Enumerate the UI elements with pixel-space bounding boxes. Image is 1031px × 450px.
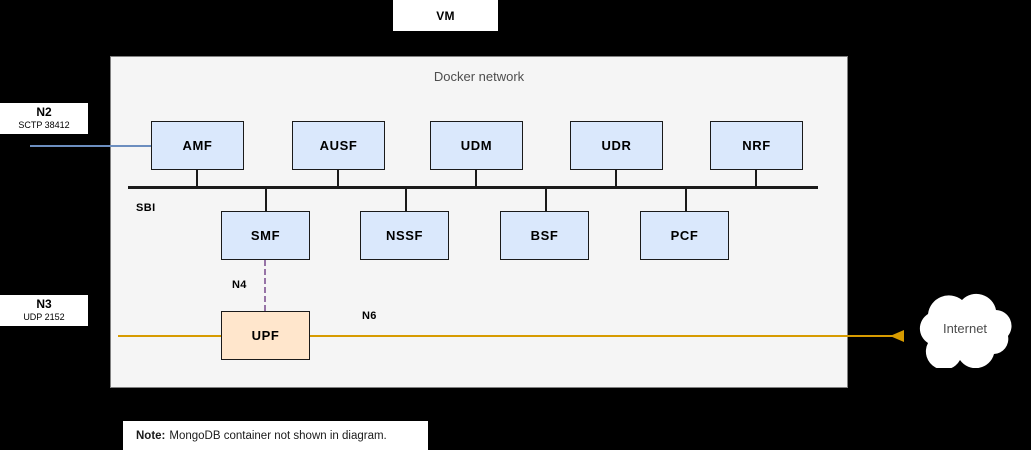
connector-udm-sbi (475, 170, 477, 187)
n2-signaling-line (30, 145, 151, 147)
nf-box-upf[interactable]: UPF (221, 311, 310, 360)
nf-box-udm[interactable]: UDM (430, 121, 523, 170)
nf-box-nrf[interactable]: NRF (710, 121, 803, 170)
connector-bsf-sbi (545, 188, 547, 212)
interface-n3-protocol: UDP 2152 (23, 312, 65, 323)
n6-arrowhead-icon (890, 330, 904, 342)
nf-box-ausf[interactable]: AUSF (292, 121, 385, 170)
note-prefix: Note: (136, 429, 166, 442)
interface-label-n2: N2 SCTP 38412 (0, 103, 88, 134)
n3-data-line-left (118, 335, 221, 337)
sbi-bus-label: SBI (136, 202, 156, 214)
internet-label: Internet (942, 320, 988, 336)
n6-data-line-right (310, 335, 902, 337)
connector-pcf-sbi (685, 188, 687, 212)
connector-udr-sbi (615, 170, 617, 187)
interface-n2-name: N2 (36, 105, 52, 120)
interface-n3-name: N3 (36, 297, 52, 312)
interface-n2-protocol: SCTP 38412 (18, 120, 70, 131)
vm-label: VM (393, 0, 498, 31)
nf-box-smf[interactable]: SMF (221, 211, 310, 260)
note-box: Note: MongoDB container not shown in dia… (123, 421, 428, 450)
n4-label: N4 (232, 279, 247, 291)
note-text: MongoDB container not shown in diagram. (169, 429, 387, 442)
n6-label: N6 (362, 310, 377, 322)
nf-box-amf[interactable]: AMF (151, 121, 244, 170)
nf-box-nssf[interactable]: NSSF (360, 211, 449, 260)
docker-network-title: Docker network (433, 69, 525, 84)
connector-amf-sbi (196, 170, 198, 187)
connector-nrf-sbi (755, 170, 757, 187)
nf-box-pcf[interactable]: PCF (640, 211, 729, 260)
connector-smf-sbi (265, 188, 267, 212)
nf-box-bsf[interactable]: BSF (500, 211, 589, 260)
interface-label-n3: N3 UDP 2152 (0, 295, 88, 326)
sbi-bus-line (128, 186, 818, 189)
n4-link-line (264, 260, 266, 311)
connector-ausf-sbi (337, 170, 339, 187)
connector-nssf-sbi (405, 188, 407, 212)
cloud-icon (919, 293, 1012, 370)
nf-box-udr[interactable]: UDR (570, 121, 663, 170)
internet-cloud: Internet (898, 288, 1028, 370)
